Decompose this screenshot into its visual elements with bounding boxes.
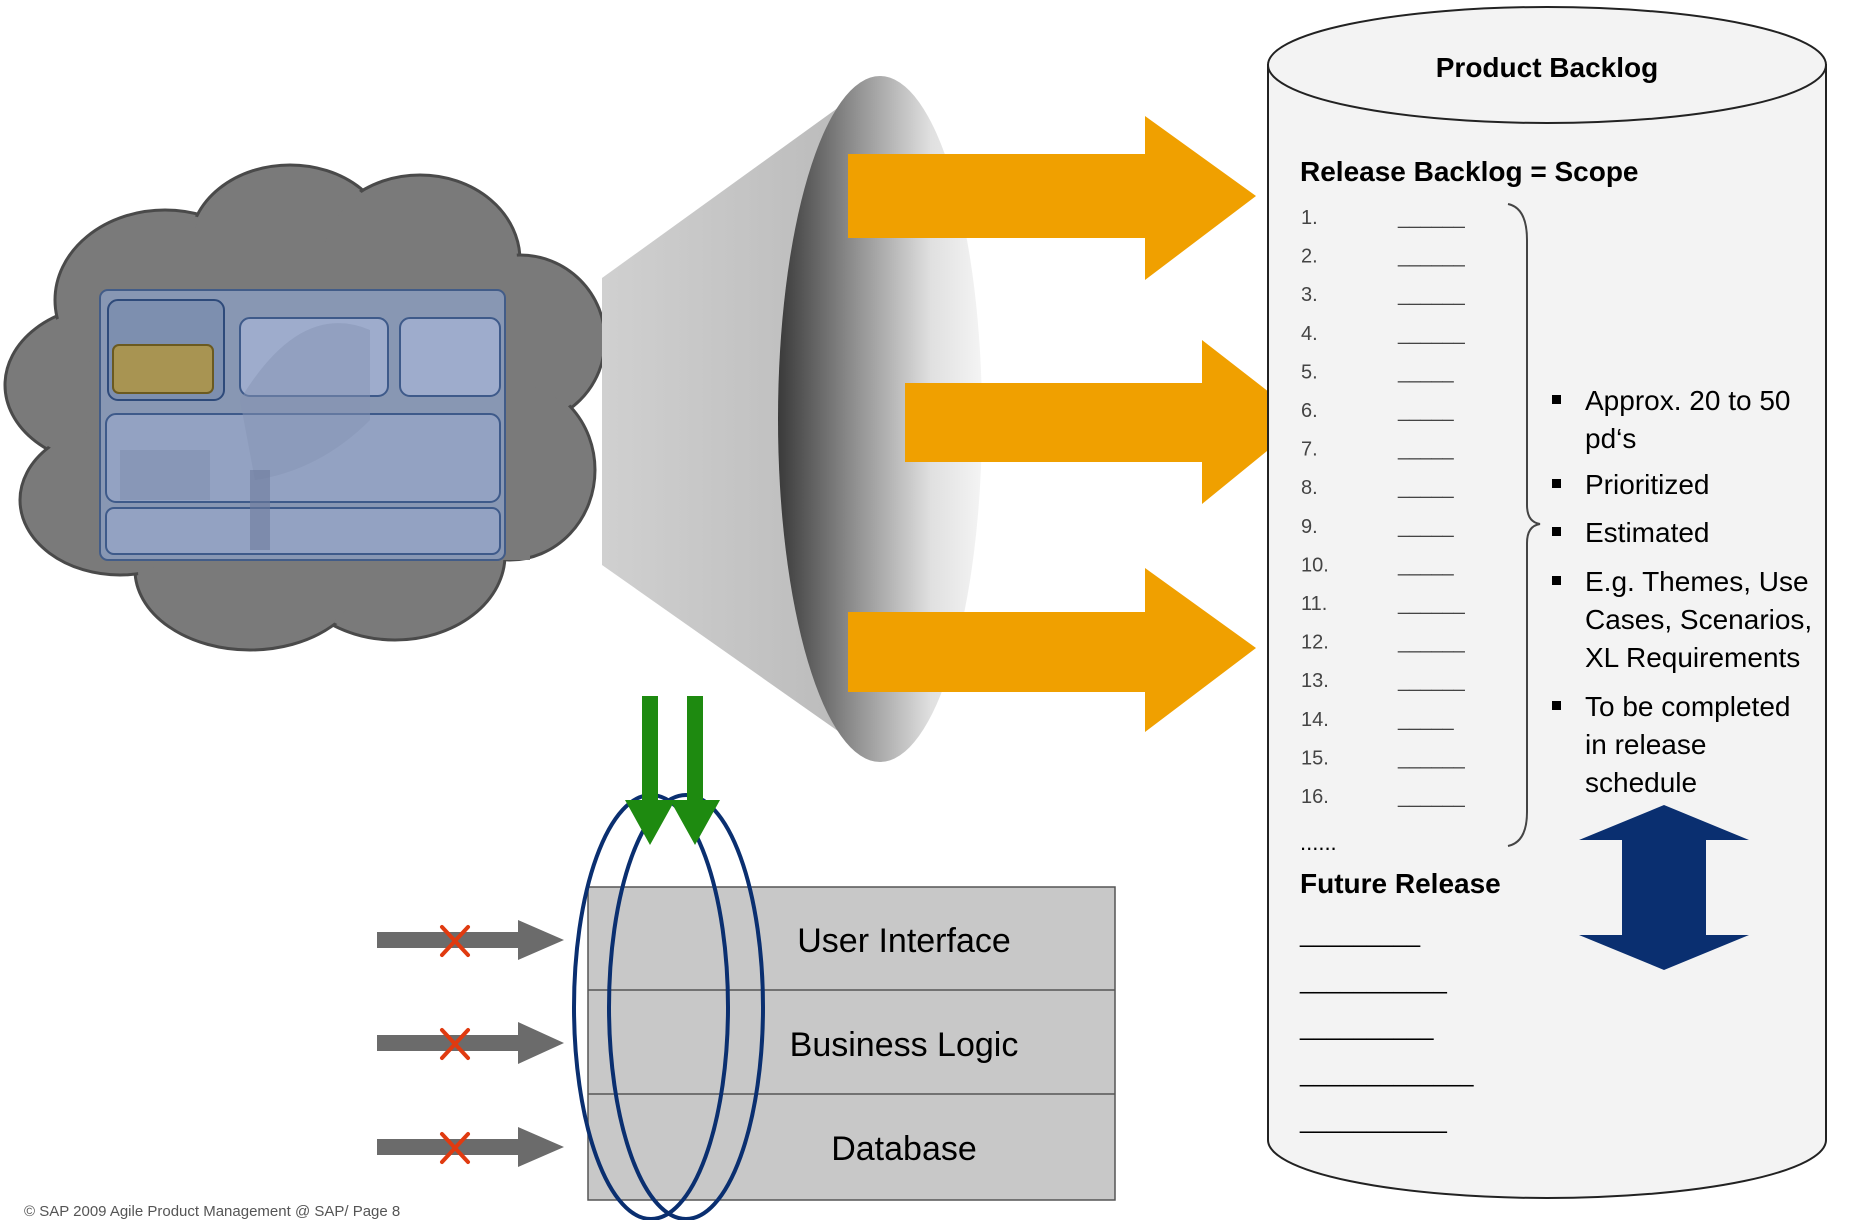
bullet-marker-icon <box>1552 701 1561 710</box>
layer-user-interface: User Interface <box>797 922 1011 960</box>
backlog-item-number: 4. <box>1301 323 1318 345</box>
bullet-text: pd‘s <box>1585 423 1636 454</box>
vertical-slice-ellipse-right <box>607 793 765 1220</box>
backlog-item-blank: ______ <box>1397 323 1466 345</box>
backlog-item-blank: ______ <box>1397 593 1466 615</box>
backlog-item-blank: _____ <box>1397 709 1454 731</box>
app-screenshot-mockup <box>99 289 506 561</box>
backlog-item-blank: ______ <box>1397 632 1466 654</box>
layer-business-logic: Business Logic <box>790 1026 1019 1064</box>
backlog-item-number: 11. <box>1301 593 1327 615</box>
bullet-marker-icon <box>1552 479 1561 488</box>
bullet-text: XL Requirements <box>1585 642 1800 673</box>
bullet-text: Cases, Scenarios, <box>1585 604 1812 635</box>
backlog-item-number: 14. <box>1301 709 1329 731</box>
backlog-item-blank: ______ <box>1397 747 1466 769</box>
future-release-line: __________ <box>1299 1014 1434 1041</box>
scope-brace <box>1507 203 1541 847</box>
release-backlog-heading: Release Backlog = Scope <box>1300 156 1639 187</box>
future-release-line: ___________ <box>1299 1107 1447 1134</box>
bullet-text: in release <box>1585 729 1706 760</box>
backlog-item-number: 7. <box>1301 439 1318 461</box>
backlog-item-blank: _____ <box>1397 554 1454 576</box>
backlog-item-blank: ______ <box>1397 207 1466 229</box>
future-release-line: ___________ <box>1299 968 1447 995</box>
funnel-lens <box>778 76 982 762</box>
scope-bullet-list: Approx. 20 to 50 pd‘sPrioritizedEstimated… <box>1552 385 1812 798</box>
backlog-ellipsis: ...... <box>1300 830 1337 855</box>
horizontal-arrow-ui <box>377 920 564 960</box>
page-footer: © SAP 2009 Agile Product Management @ SA… <box>24 1203 401 1220</box>
orange-arrow-middle <box>905 340 1305 504</box>
backlog-item-number: 12. <box>1301 632 1329 654</box>
backlog-item-number: 1. <box>1301 207 1318 229</box>
backlog-item-blank: _____ <box>1397 361 1454 383</box>
future-release-lines: ________________________________________… <box>1299 921 1474 1134</box>
bullet-text: Estimated <box>1585 517 1710 548</box>
backlog-item-number: 2. <box>1301 246 1318 268</box>
bullet-marker-icon <box>1552 395 1561 404</box>
backlog-item-blank: ______ <box>1397 246 1466 268</box>
horizontal-arrow-db <box>377 1127 564 1167</box>
green-arrow-right <box>670 696 720 845</box>
backlog-item-blank: ______ <box>1397 284 1466 306</box>
future-release-line: _____________ <box>1299 1061 1474 1088</box>
backlog-item-number: 10. <box>1301 554 1329 576</box>
navy-double-arrow <box>1579 805 1749 970</box>
backlog-items-list: 1. ______ 2. ______ 3. ______ 4. ______ 5. _____ 6… <box>1301 207 1466 808</box>
backlog-item-number: 15. <box>1301 747 1329 769</box>
architecture-layers <box>587 886 1116 1201</box>
future-release-heading: Future Release <box>1300 868 1501 899</box>
bullet-text: Approx. 20 to 50 <box>1585 385 1790 416</box>
backlog-item-blank: _____ <box>1397 439 1454 461</box>
blocked-x-icon <box>440 1132 470 1164</box>
backlog-item-number: 5. <box>1301 361 1318 383</box>
blocked-x-icon <box>440 1028 470 1060</box>
backlog-item-number: 16. <box>1301 786 1329 808</box>
orange-arrow-top <box>848 116 1256 280</box>
bullet-text: To be completed <box>1585 691 1790 722</box>
backlog-item-number: 13. <box>1301 670 1329 692</box>
backlog-item-blank: ______ <box>1397 670 1466 692</box>
backlog-item-blank: _____ <box>1397 477 1454 499</box>
bullet-text: Prioritized <box>1585 469 1709 500</box>
backlog-item-number: 6. <box>1301 400 1318 422</box>
layer-database: Database <box>831 1130 977 1168</box>
bullet-text: E.g. Themes, Use <box>1585 566 1809 597</box>
backlog-item-blank: ______ <box>1397 786 1466 808</box>
future-release-line: _________ <box>1299 921 1421 948</box>
backlog-item-number: 9. <box>1301 516 1318 538</box>
backlog-item-blank: _____ <box>1397 516 1454 538</box>
backlog-title: Product Backlog <box>1436 52 1658 83</box>
bullet-marker-icon <box>1552 527 1561 536</box>
horizontal-arrow-logic <box>377 1022 564 1064</box>
bullet-text: schedule <box>1585 767 1697 798</box>
backlog-item-blank: _____ <box>1397 400 1454 422</box>
backlog-item-number: 8. <box>1301 477 1318 499</box>
blocked-x-icon <box>440 925 470 957</box>
backlog-item-number: 3. <box>1301 284 1318 306</box>
bullet-marker-icon <box>1552 576 1561 585</box>
orange-arrow-bottom <box>848 568 1256 732</box>
green-arrow-left <box>625 696 675 845</box>
